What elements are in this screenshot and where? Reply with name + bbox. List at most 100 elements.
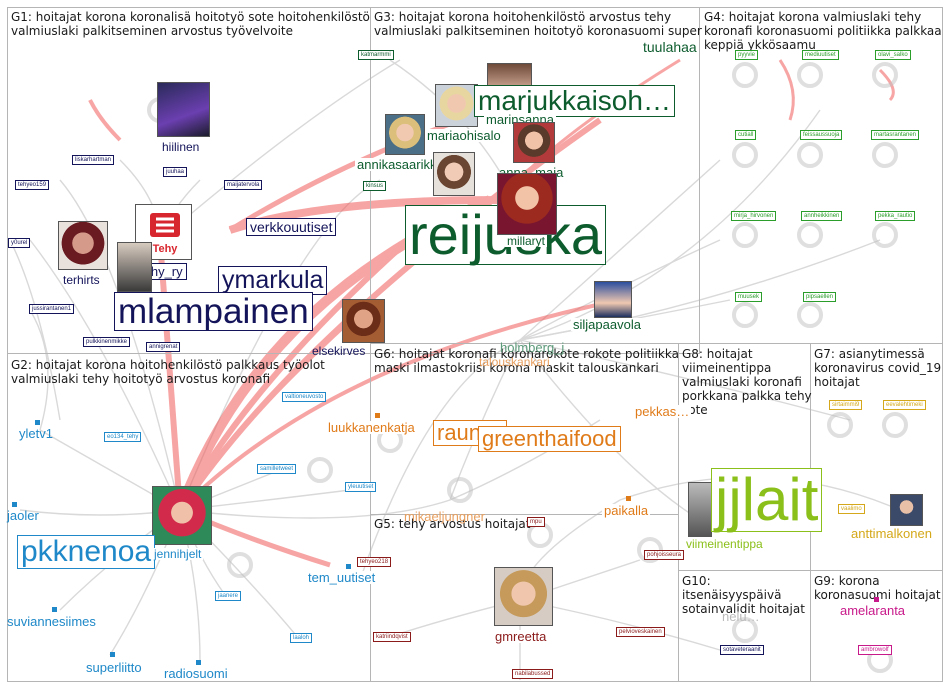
anttimalkonen-avatar: [890, 494, 923, 526]
terhirts-avatar: [58, 221, 108, 270]
group-label-g4: G4: hoitajat korona valmiuslaki tehy kor…: [704, 10, 942, 52]
node-label-mariaohisalo[interactable]: mariaohisalo: [425, 128, 503, 143]
node-label-vaalimo[interactable]: vaalimo: [838, 504, 865, 514]
node-label-pohjoisseura[interactable]: pohjoisseura: [644, 550, 685, 560]
node-label-sotaveteraanit[interactable]: sotaveteraanit: [720, 645, 764, 655]
ghost-circle-2: [872, 62, 898, 88]
node-label-pipsaellen[interactable]: pipsaellen: [803, 292, 837, 302]
node-label-pelvioveskainen[interactable]: pelvioveskainen: [616, 627, 665, 637]
node-label-mirja-hirvonen[interactable]: mirja_hirvonen: [731, 211, 777, 221]
node-label-greenthaifood[interactable]: greenthaifood: [478, 426, 621, 452]
node-marker-jaoler: [12, 502, 17, 507]
node-label-hiilinen[interactable]: hiilinen: [162, 140, 200, 154]
node-label-anttimalkonen[interactable]: anttimalkonen: [849, 526, 934, 541]
node-label-pkknenoa[interactable]: pkknenoa: [17, 535, 156, 569]
node-label-luukkanenkatja[interactable]: luukkanenkatja: [326, 420, 417, 435]
node-label-jussirantanen1[interactable]: jussirantanen1: [29, 304, 75, 314]
node-label-jennihjelt[interactable]: jennihjelt: [152, 547, 204, 561]
node-label-suviannesiimes[interactable]: suviannesiimes: [7, 614, 96, 629]
edge-red-11: [778, 59, 795, 121]
node-label-superliitto[interactable]: superliitto: [86, 660, 142, 675]
edge-gray-1: [29, 239, 181, 511]
group-box-g9: [810, 570, 943, 682]
node-label-pekkas[interactable]: pekkas…: [633, 404, 692, 419]
ghost-circle-0: [732, 62, 758, 88]
node-label-yleuutiset[interactable]: yleuutiset: [345, 482, 377, 492]
group-label-g5: G5: tehy arvostus hoitajat: [374, 517, 531, 531]
node-label-mpu[interactable]: mpu: [527, 517, 545, 527]
node-label-juuhaa[interactable]: juuhaa: [163, 167, 188, 177]
edge-red-3: [177, 227, 422, 512]
node-label-katmarmmi[interactable]: katmarmmi: [358, 50, 394, 60]
siljapaavola-avatar: [594, 281, 632, 318]
node-label-amelaranta[interactable]: amelaranta: [840, 603, 906, 618]
node-label-jaoler[interactable]: jaoler: [7, 508, 39, 523]
node-label-sirtaimmi9[interactable]: sirtaimmi9: [829, 400, 863, 410]
node-label-jjlait[interactable]: jjlait: [711, 468, 823, 532]
node-label-eevalehtimeki[interactable]: eevalehtimeki: [883, 400, 926, 410]
node-label-ymarkula[interactable]: ymarkula: [218, 266, 328, 295]
node-label-liskarhartman[interactable]: liskarhartman: [72, 155, 115, 165]
node-label-pulkkinenmikke[interactable]: pulkkinenmikke: [83, 337, 131, 347]
group-label-g7: G7: asianytimessä koronavirus covid_19 h…: [814, 347, 942, 389]
node-label-olavi-salko[interactable]: olavi_salko: [875, 50, 911, 60]
edge-gray-24: [519, 239, 881, 341]
node-label-ambrowolf[interactable]: ambrowolf: [858, 645, 892, 655]
node-label-annigrenat[interactable]: annigrenat: [146, 342, 181, 352]
group-label-g8: G8: hoitajat viimeinentippa valmiuslaki …: [682, 347, 812, 417]
group-label-g6: G6: hoitajat koronafi koronarokote rokot…: [374, 347, 679, 375]
node-label-mediuutiset[interactable]: mediuutiset: [802, 50, 839, 60]
node-label-muusek[interactable]: muusek: [735, 292, 763, 302]
node-label-valtioneuvosto[interactable]: valtioneuvosto: [282, 392, 327, 402]
node-label-tehyeo218[interactable]: tehyeo218: [357, 557, 392, 567]
node-label-paikalla[interactable]: paikalla: [602, 503, 651, 518]
node-label-mlampainen[interactable]: mlampainen: [114, 292, 313, 331]
node-label-marjukkaisoh[interactable]: marjukkaisoh…: [474, 85, 675, 117]
node-label-annheikkinen[interactable]: annheikkinen: [801, 211, 843, 221]
node-label-tem-uutiset[interactable]: tem_uutiset: [306, 570, 378, 585]
node-label-mikaeljungner[interactable]: mikaeljungner: [404, 509, 485, 524]
node-label-samilletweet[interactable]: samilletweet: [257, 464, 297, 474]
node-label-terhirts[interactable]: terhirts: [63, 273, 100, 287]
node-label-pyyvie[interactable]: pyyvie: [735, 50, 759, 60]
node-label-y0urel[interactable]: y0urel: [8, 238, 31, 248]
node-label-feissaussuoja[interactable]: feissaussuoja: [800, 130, 843, 140]
node-label-tuulahaa[interactable]: tuulahaa: [641, 39, 699, 55]
jennihjelt-avatar: [152, 486, 212, 545]
node-label-elsekirves[interactable]: elsekirves: [312, 344, 366, 358]
node-label-pekka-rautio[interactable]: pekka_rautio: [875, 211, 916, 221]
node-label-viimeinentippa[interactable]: viimeinentippa: [686, 537, 763, 551]
node-label-talouskankari[interactable]: talouskankari: [479, 355, 550, 369]
node-label-kinsus[interactable]: kinsus: [363, 181, 387, 191]
node-label-verkkouutiset[interactable]: verkkouutiset: [246, 218, 337, 236]
node-label-jaanere[interactable]: jaanere: [215, 591, 242, 601]
node-label-eo134-tehy[interactable]: eo134_tehy: [104, 432, 142, 442]
node-marker-yletv1: [35, 420, 40, 425]
node-label-annikasaarikko[interactable]: annikasaarikko: [355, 157, 446, 172]
node-label-tehyeo159[interactable]: tehyeo159: [15, 180, 50, 190]
node-label-laaloh[interactable]: laaloh: [290, 633, 313, 643]
hiilinen-avatar: [157, 82, 210, 137]
node-label-nelu[interactable]: nelu…: [722, 609, 760, 624]
edge-gray-26: [519, 339, 851, 421]
node-label-gmreetta[interactable]: gmreetta: [493, 629, 549, 644]
edge-red-12: [878, 68, 895, 102]
node-label-martasrantanen[interactable]: martasrantanen: [871, 130, 920, 140]
node-label-siljapaavola[interactable]: siljapaavola: [571, 317, 643, 332]
node-label-radiosuomi[interactable]: radiosuomi: [164, 666, 228, 681]
ghost-circle-11: [827, 412, 853, 438]
node-label-holmberg-j[interactable]: holmberg_j: [500, 340, 565, 355]
liandersonmp-avatar: [433, 152, 475, 196]
anna-maja-avatar: [513, 122, 555, 163]
node-label-maijatervola[interactable]: maijatervola: [224, 180, 263, 190]
group-label-g3: G3: hoitajat korona hoitohenkilöstö arvo…: [374, 10, 702, 38]
sepukka-avatar: [117, 242, 152, 292]
node-label-katriindqvist[interactable]: katriindqvist: [373, 632, 411, 642]
node-label-yletv1[interactable]: yletv1: [19, 426, 53, 441]
edge-red-2: [178, 298, 621, 512]
annikasaarikko-avatar: [385, 114, 425, 155]
node-label-nabilabussed[interactable]: nabilabussed: [512, 669, 554, 679]
edge-gray-20: [519, 109, 821, 341]
node-label-millaryt[interactable]: millaryt: [505, 234, 547, 248]
node-label-cutiall[interactable]: cutiall: [735, 130, 757, 140]
